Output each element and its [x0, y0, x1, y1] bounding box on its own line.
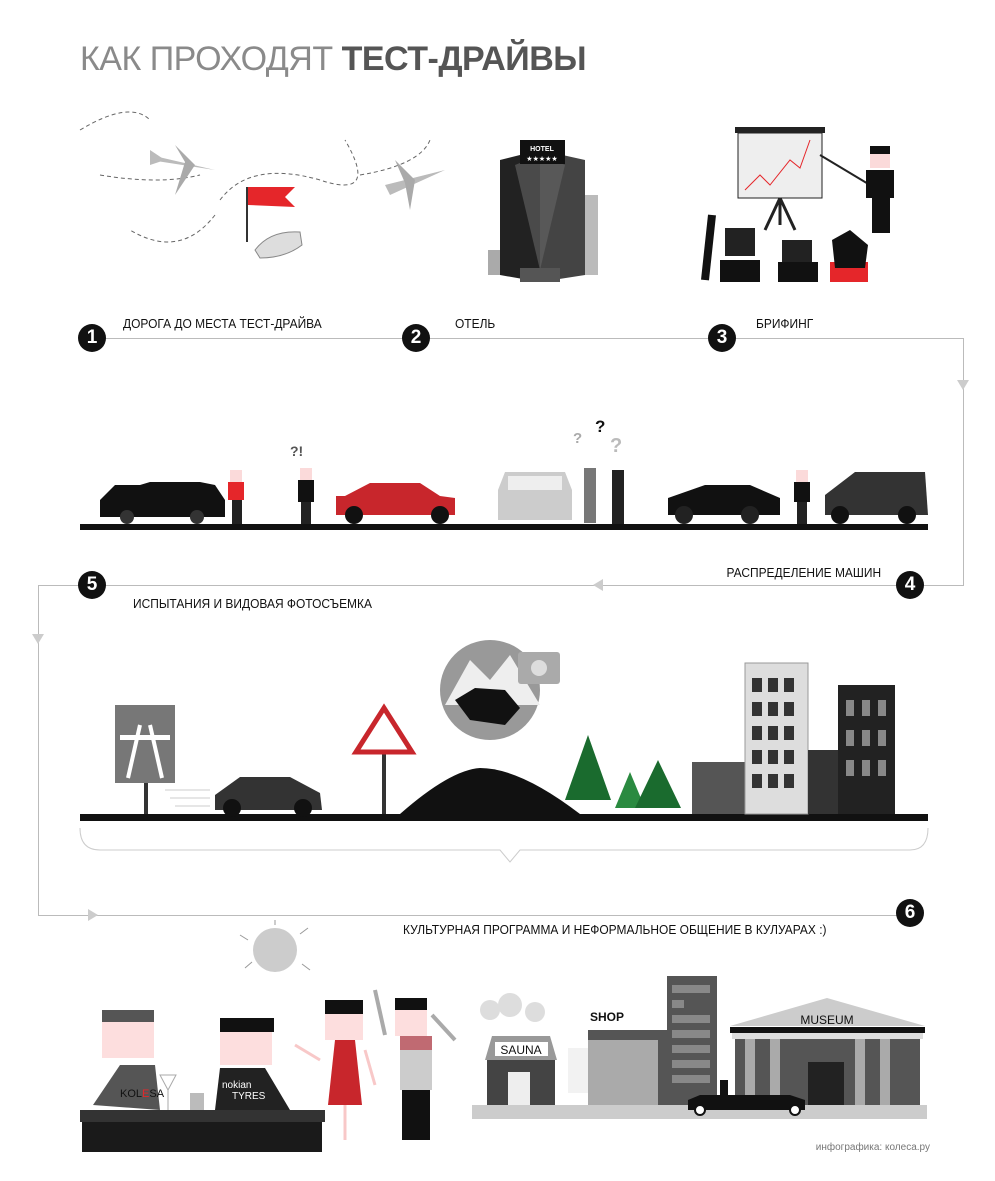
- credit-text: инфографика: колеса.ру: [815, 1142, 930, 1153]
- arrow-left-icon: [593, 579, 603, 591]
- step-number-3: 3: [708, 324, 736, 352]
- step-label-4: РАСПРЕДЕЛЕНИЕ МАШИН: [726, 565, 881, 580]
- hotel-stars: ★★★★★: [526, 155, 557, 163]
- flag-pole: [246, 187, 248, 242]
- flow-line-3: [38, 915, 910, 916]
- question-mark-label: ?!: [290, 443, 303, 459]
- flow-line-right: [963, 338, 964, 585]
- flow-line-left: [38, 585, 39, 915]
- airplane-icon: [385, 160, 445, 210]
- ground-line: [80, 524, 928, 530]
- disco-ball-icon: [253, 928, 297, 972]
- question-mark-2: ?: [595, 417, 605, 436]
- question-mark-3: ?: [610, 435, 622, 457]
- museum-sign: MUSEUM: [800, 1013, 853, 1027]
- culture-illustration: KOLESA nokian TYRES SAUNA SHOP: [80, 920, 927, 1152]
- step-number-2: 2: [402, 324, 430, 352]
- briefing-illustration: [701, 127, 894, 282]
- hotel-illustration: HOTEL ★★★★★: [488, 140, 598, 282]
- step-number-1: 1: [78, 324, 106, 352]
- flag-icon: [248, 187, 295, 207]
- step-number-4: 4: [896, 571, 924, 599]
- page-title: КАК ПРОХОДЯТ ТЕСТ-ДРАЙВЫ: [80, 40, 587, 79]
- sauna-sign: SAUNA: [500, 1043, 541, 1057]
- title-light: КАК ПРОХОДЯТ: [80, 40, 342, 78]
- kolesa-shirt-text: KOLESA: [120, 1088, 165, 1100]
- kolesa-a: KOL: [120, 1088, 142, 1100]
- kolesa-e: E: [142, 1088, 149, 1100]
- arrow-down-icon: [32, 634, 44, 644]
- bracket: [79, 827, 929, 863]
- shop-sign: SHOP: [590, 1010, 624, 1024]
- highway-sign-icon: [115, 705, 175, 783]
- step-label-5: ИСПЫТАНИЯ И ВИДОВАЯ ФОТОСЪЕМКА: [133, 596, 372, 611]
- tree-icon: [565, 735, 611, 800]
- step-label-6: КУЛЬТУРНАЯ ПРОГРАММА И НЕФОРМАЛЬНОЕ ОБЩЕ…: [403, 922, 827, 937]
- step-number-6: 6: [896, 899, 924, 927]
- flow-line-2: [38, 585, 964, 586]
- step-number-5: 5: [78, 571, 106, 599]
- step-label-1: ДОРОГА ДО МЕСТА ТЕСТ-ДРАЙВА: [123, 316, 322, 331]
- bump-sign-icon: [351, 703, 417, 755]
- title-bold: ТЕСТ-ДРАЙВЫ: [341, 40, 587, 78]
- ground-line: [80, 814, 928, 821]
- testing-illustration: [115, 640, 895, 817]
- cars-row: ?! ? ? ?: [100, 417, 928, 524]
- tree-icon: [615, 772, 645, 808]
- tree-icon: [635, 760, 681, 808]
- arrow-right-icon: [88, 909, 98, 921]
- tyres-text: TYRES: [232, 1091, 266, 1102]
- arrow-down-icon: [957, 380, 969, 390]
- airplane-icon: [150, 145, 215, 195]
- step-label-2: ОТЕЛЬ: [455, 316, 496, 331]
- step-label-3: БРИФИНГ: [756, 316, 814, 331]
- route-illustration: [79, 111, 445, 259]
- flow-line-1: [92, 338, 964, 339]
- nokian-text: nokian: [222, 1080, 251, 1091]
- kolesa-b: SA: [149, 1088, 164, 1100]
- hotel-sign: HOTEL: [530, 146, 554, 153]
- question-mark-1: ?: [573, 430, 582, 447]
- car-icon: [254, 231, 303, 259]
